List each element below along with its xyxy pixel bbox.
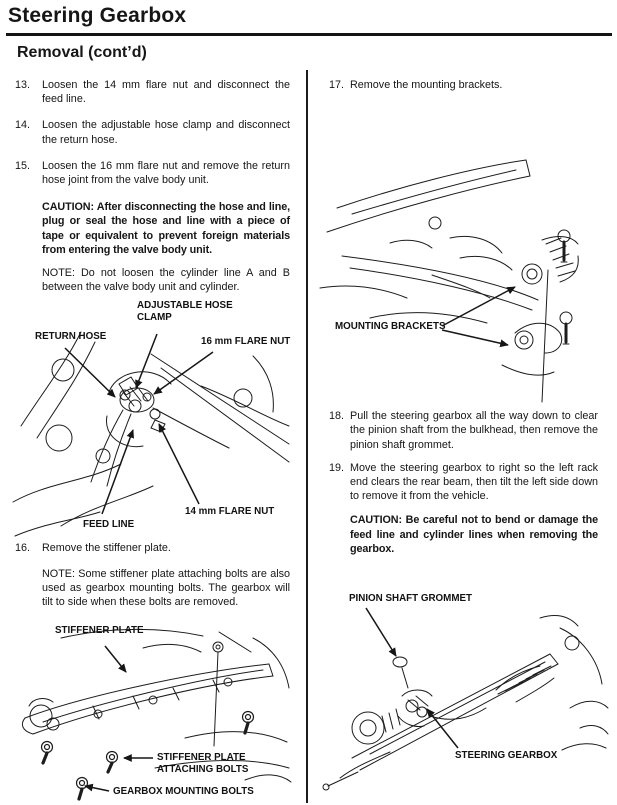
step-number: 18. [329, 410, 345, 423]
step-number: 19. [329, 461, 345, 474]
page-title: Steering Gearbox [8, 4, 187, 27]
step-text: Loosen the adjustable hose clamp and dis… [42, 119, 290, 146]
label-return-hose: RETURN HOSE [35, 331, 107, 343]
label-pinion-shaft-grommet: PINION SHAFT GROMMET [349, 593, 473, 605]
step-number: 17. [329, 79, 345, 91]
step-number: 15. [15, 159, 31, 172]
figure-stiffener-plate: STIFFENER PLATE STIFFENER PLATE ATTACHIN… [5, 620, 295, 805]
label-feed-line: FEED LINE [83, 519, 135, 531]
label-16mm-flare-nut: 16 mm FLARE NUT [201, 336, 291, 348]
right-column: 17. Remove the mounting brackets. [319, 78, 609, 800]
column-divider [306, 70, 308, 803]
steering-gearbox-drawing [322, 607, 609, 791]
step-text: Loosen the 16 mm flare nut and remove th… [42, 159, 290, 187]
left-column: 13. Loosen the 14 mm flare nut and disco… [12, 78, 292, 805]
label-gearbox-mounting-bolts: GEARBOX MOUNTING BOLTS [113, 786, 254, 798]
figure-mounting-brackets: MOUNTING BRACKETS [312, 92, 612, 409]
label-adjustable-hose-clamp: ADJUSTABLE HOSE CLAMP [137, 300, 233, 323]
title-rule [6, 33, 612, 36]
mounting-brackets-drawing [319, 159, 579, 403]
step-15: 15. Loosen the 16 mm flare nut and remov… [15, 159, 290, 187]
valve-body-drawing [12, 331, 290, 537]
label-14mm-flare-nut: 14 mm FLARE NUT [185, 506, 275, 518]
step-text: Remove the mounting brackets. [350, 79, 503, 91]
step-number: 13. [15, 79, 31, 91]
label-stiffener-plate-attaching-bolts: STIFFENER PLATE ATTACHING BOLTS [157, 752, 249, 775]
step-17: 17. Remove the mounting brackets. [329, 78, 598, 92]
label-stiffener-plate: STIFFENER PLATE [55, 625, 144, 637]
step-16: 16. Remove the stiffener plate. [15, 541, 290, 555]
section-heading: Removal (cont’d) [17, 44, 147, 61]
stiffener-plate-drawing [21, 629, 292, 801]
label-steering-gearbox: STEERING GEARBOX [455, 750, 558, 762]
step-text: Loosen the 14 mm flare nut and disconnec… [42, 79, 290, 106]
caution-paragraph: CAUTION: Be careful not to bend or damag… [350, 514, 598, 555]
step-number: 14. [15, 119, 31, 132]
figure-valve-body: ADJUSTABLE HOSE CLAMP RETURN HOSE 16 mm … [5, 298, 295, 541]
note-paragraph: NOTE: Do not loosen the cylinder line A … [42, 267, 290, 294]
step-text: Remove the stiffener plate. [42, 542, 171, 555]
step-18: 18. Pull the steering gearbox all the wa… [329, 409, 598, 452]
caution-paragraph: CAUTION: After disconnecting the hose an… [42, 201, 290, 256]
step-13: 13. Loosen the 14 mm flare nut and disco… [15, 78, 290, 106]
figure-steering-gearbox: PINION SHAFT GROMMET STEERING GEARBOX [312, 590, 612, 800]
step-number: 16. [15, 542, 31, 555]
step-text: Move the steering gearbox to right so th… [350, 461, 598, 503]
label-mounting-brackets: MOUNTING BRACKETS [335, 321, 446, 333]
step-14: 14. Loosen the adjustable hose clamp and… [15, 118, 290, 146]
note-paragraph: NOTE: Some stiffener plate attaching bol… [42, 567, 290, 609]
step-19: 19. Move the steering gearbox to right s… [329, 461, 598, 504]
step-text: Pull the steering gearbox all the way do… [350, 410, 598, 451]
